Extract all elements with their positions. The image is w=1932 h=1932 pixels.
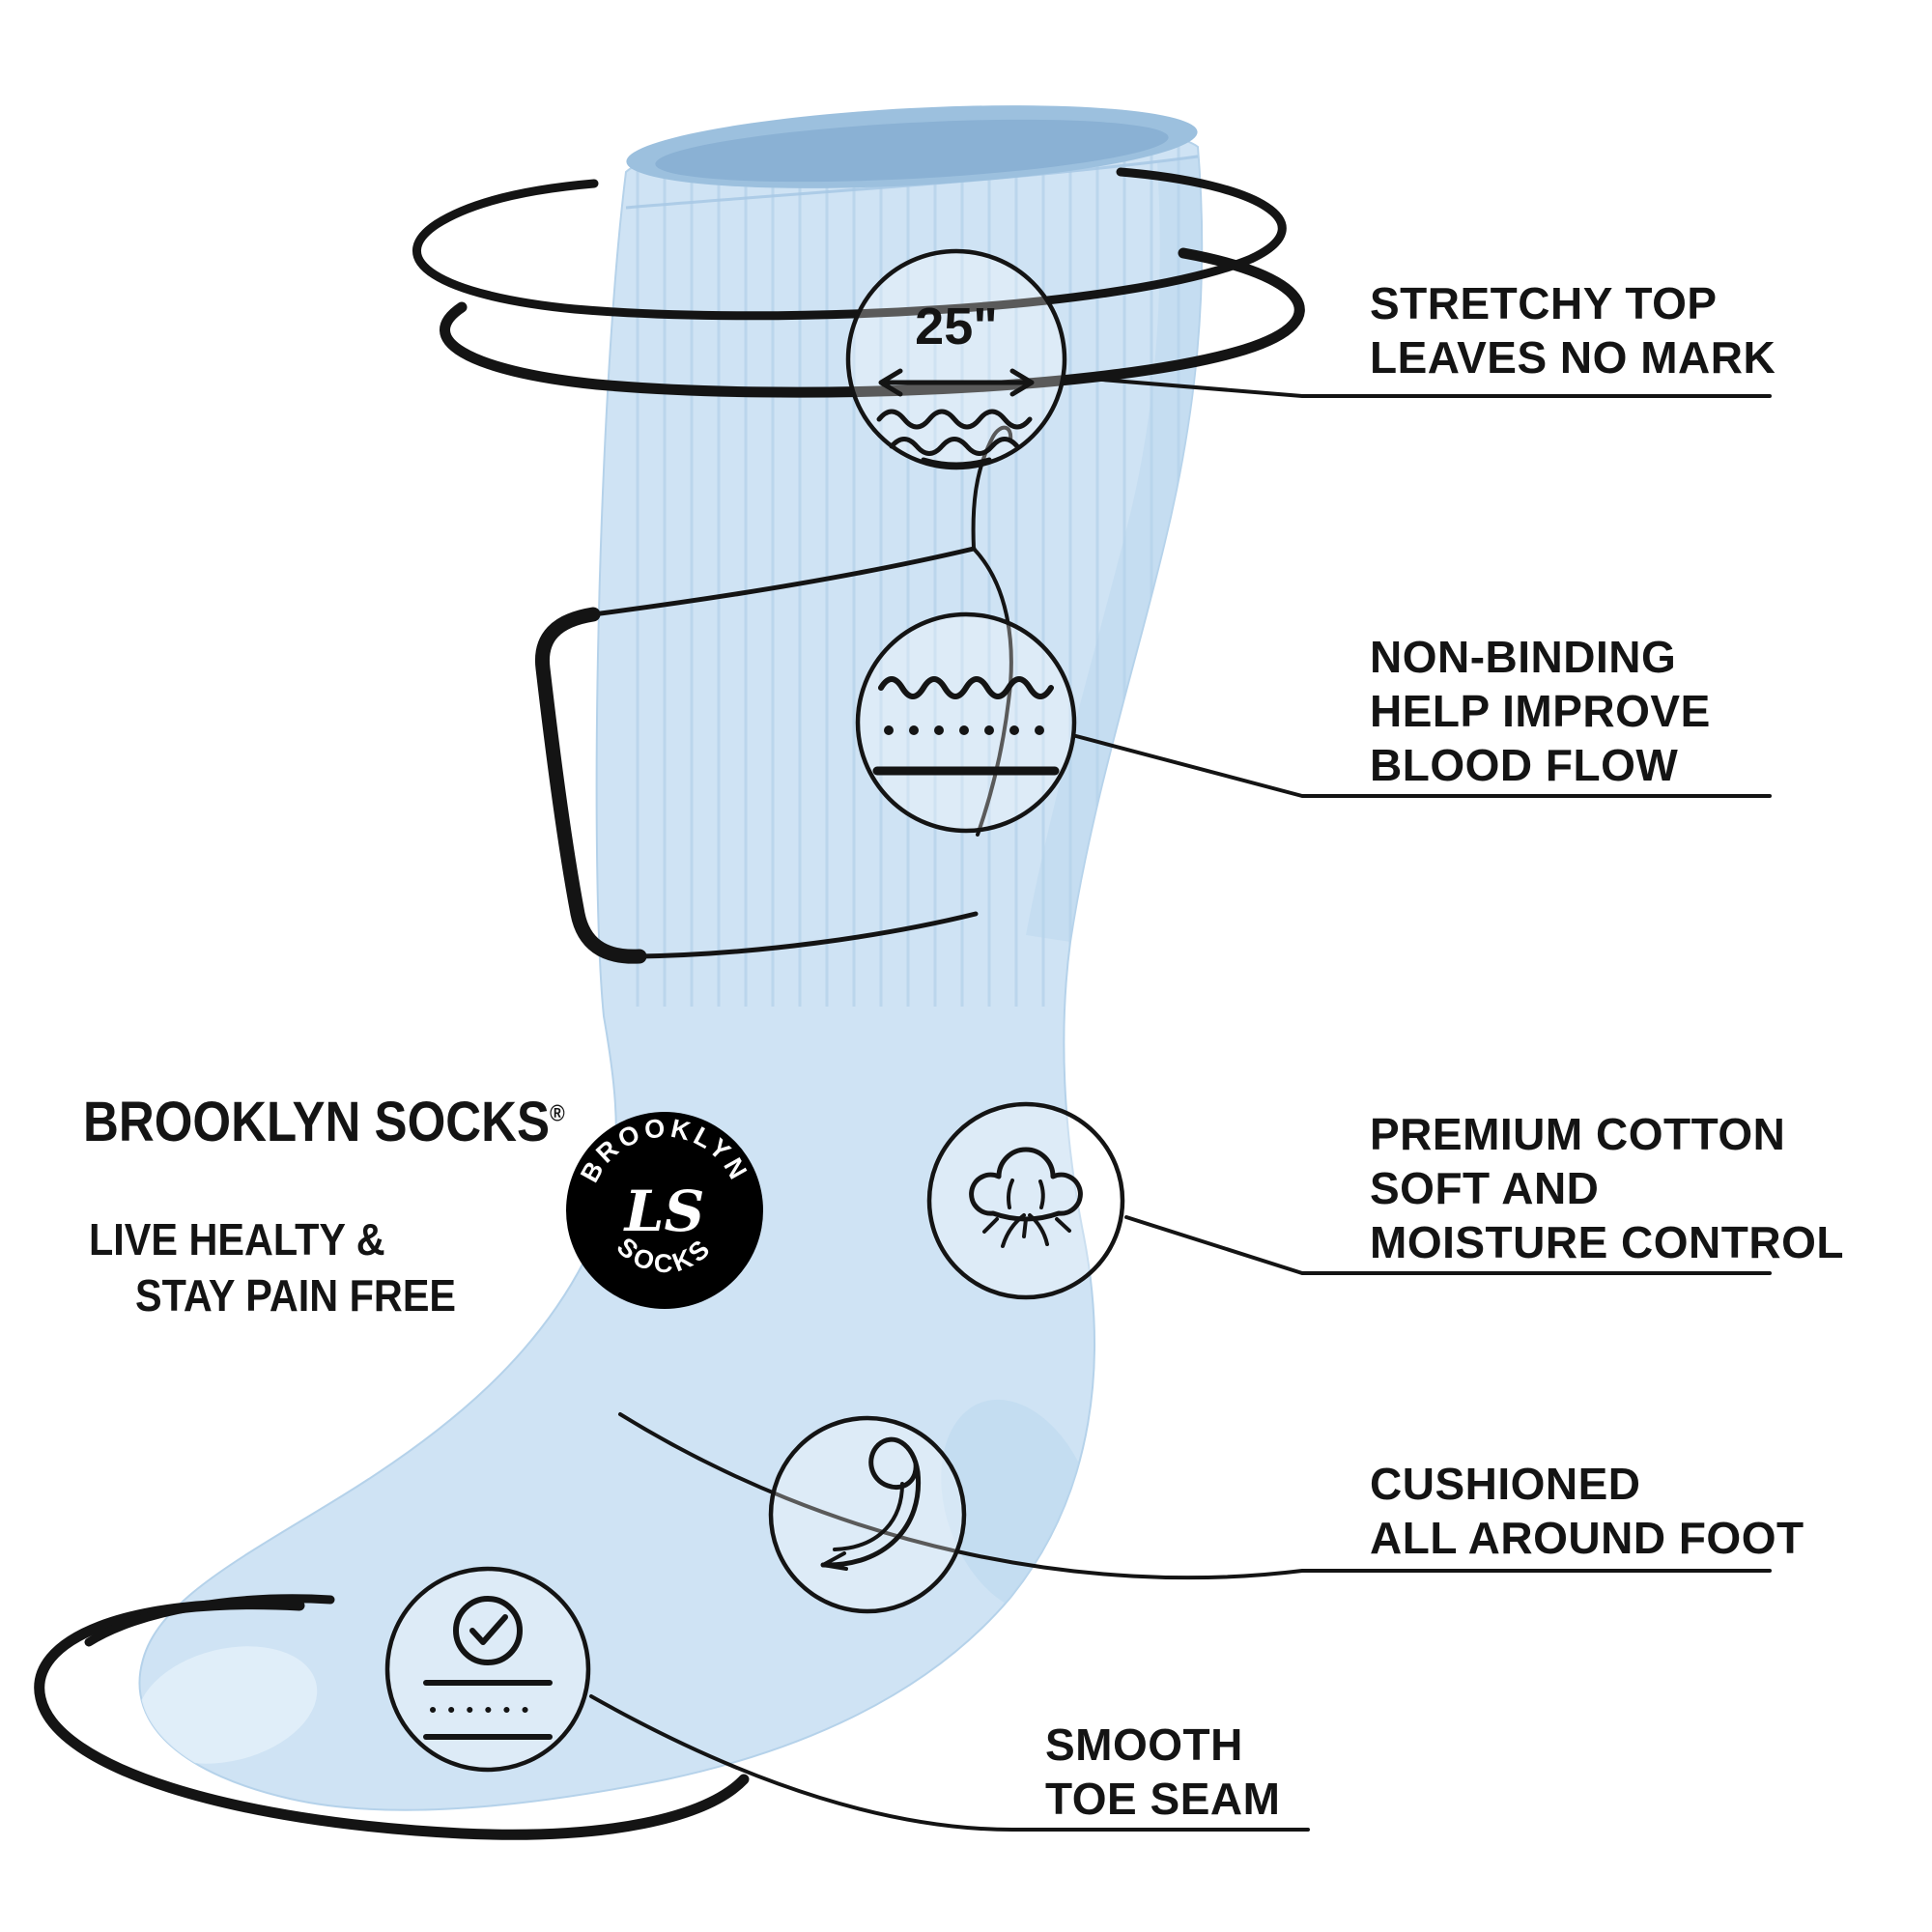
callout-cushioned [768,1415,967,1614]
callout-circle-stretchy-top [845,248,1067,470]
brand-tagline-line-2: STAY PAIN FREE [135,1270,457,1321]
callout-line-stretchy-top [1065,375,1772,398]
feature-label-stretchy-top: STRETCHY TOP LEAVES NO MARK [1370,276,1776,384]
callout-non-binding [855,611,1077,834]
callout-premium-cotton [926,1101,1125,1300]
callout-line-smooth-toe [589,1694,1310,1832]
feature-label-line: SMOOTH [1045,1719,1243,1770]
brand-name-text: BROOKLYN SOCKS [83,1091,551,1153]
sock-opening-inner [655,119,1169,183]
feature-label-line: NON-BINDING [1370,632,1677,682]
sock-illustration [138,105,1204,1811]
leg-measure-bracket [534,425,1013,964]
callout-line-non-binding [1074,734,1772,798]
callout-circle-cushioned [768,1415,967,1614]
feature-label-line: PREMIUM COTTON [1370,1109,1786,1159]
feature-label-line: TOE SEAM [1045,1774,1281,1824]
feature-label-non-binding: NON-BINDING HELP IMPROVE BLOOD FLOW [1370,630,1711,792]
stretch-width-icon: 25" [876,298,1035,468]
brand-badge: BROOKLYN SOCKS LS [566,1112,763,1309]
callout-line-premium-cotton [1124,1215,1772,1275]
check-circle-icon [423,1596,553,1740]
registered-mark: ® [550,1100,565,1127]
feature-label-line: MOISTURE CONTROL [1370,1217,1844,1267]
feature-label-line: SOFT AND [1370,1163,1600,1213]
brand-name: BROOKLYN SOCKS® [83,1090,565,1154]
feature-label-smooth-toe: SMOOTH TOE SEAM [1045,1718,1280,1826]
brand-badge-circle [566,1112,763,1309]
feature-label-line: STRETCHY TOP [1370,278,1718,328]
toe-highlight [139,1646,318,1764]
cotton-boll-icon [969,1147,1083,1248]
callout-smooth-toe [384,1566,591,1773]
feature-label-line: BLOOD FLOW [1370,740,1679,790]
feature-label-line: HELP IMPROVE [1370,686,1711,736]
callout-circle-smooth-toe [384,1566,591,1773]
brand-badge-monogram: LS [623,1179,705,1244]
cuff-measurement-text: 25" [915,298,998,355]
feature-label-line: LEAVES NO MARK [1370,332,1776,383]
feature-label-line: ALL AROUND FOOT [1370,1513,1804,1563]
cuff-measure-swirl [412,167,1305,398]
feature-label-line: CUSHIONED [1370,1459,1641,1509]
feature-label-cushioned: CUSHIONED ALL AROUND FOOT [1370,1457,1804,1565]
wave-lines-icon [872,676,1060,776]
callout-stretchy-top: 25" [845,248,1067,470]
brand-tagline-line-1: LIVE HEALTY & [89,1214,385,1264]
callout-circle-premium-cotton [926,1101,1125,1300]
callout-circle-non-binding [855,611,1077,834]
feature-label-premium-cotton: PREMIUM COTTON SOFT AND MOISTURE CONTROL [1370,1107,1844,1269]
toe-swirl [34,1594,750,1840]
callout-line-cushioned [618,1412,1772,1580]
sock-rib-texture [625,124,1199,1007]
cushion-swirl-icon [820,1436,922,1571]
